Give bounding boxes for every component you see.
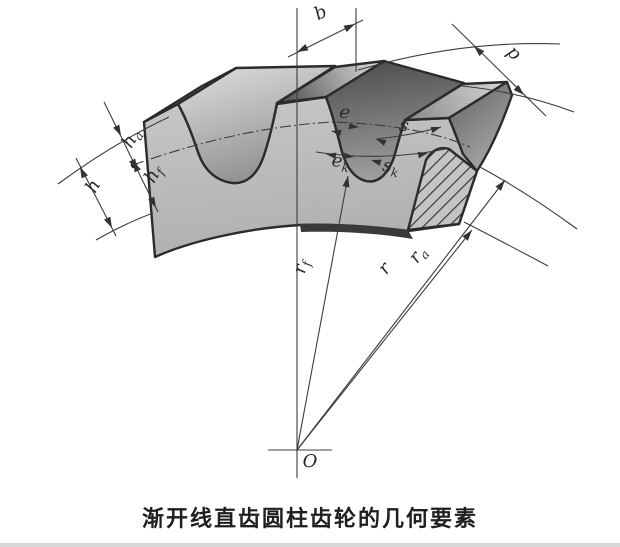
rf-radius-line xyxy=(296,175,349,451)
hf-arrow-top xyxy=(129,158,137,170)
b-arrow-left xyxy=(297,44,309,52)
pitch-circle-line xyxy=(132,121,471,166)
label-ha: ha xyxy=(117,125,146,153)
label-p: p xyxy=(502,42,525,65)
p-arrow-upper xyxy=(474,46,485,57)
e-arrow-left xyxy=(331,129,342,136)
p-extension-line-2 xyxy=(461,85,575,113)
left-tooth-top xyxy=(142,66,238,124)
hf-arrow-bottom xyxy=(148,196,156,208)
label-h: h xyxy=(81,176,105,197)
label-sk: sk xyxy=(381,155,401,181)
sk-arrow-left xyxy=(371,159,382,166)
label-r: r xyxy=(374,258,397,279)
root-circle-extension-left xyxy=(95,212,154,241)
section-hatch-face xyxy=(406,146,479,232)
ra-arrow xyxy=(495,180,505,191)
dimension-labels: b p e s ek sk ha hf h rf r ra O xyxy=(81,1,525,472)
b-arrow-right xyxy=(343,24,355,32)
figure-caption: 渐开线直齿圆柱齿轮的几何要素 xyxy=(141,507,478,532)
p-extension-line-1 xyxy=(357,42,561,71)
ha-arrow-top xyxy=(113,124,121,136)
rf-arrow xyxy=(342,176,350,188)
tip-circle-extension-right xyxy=(479,166,578,230)
label-s: s xyxy=(398,114,411,136)
gullet-surface-left xyxy=(176,64,337,185)
label-center-o: O xyxy=(303,451,318,472)
ek-arrow-right xyxy=(343,152,354,159)
label-ek: ek xyxy=(330,150,351,175)
tip-circle-extension-left xyxy=(57,116,170,185)
gear-body xyxy=(142,59,514,259)
middle-tooth-top xyxy=(275,59,386,105)
pitch-circle-extension-right xyxy=(463,221,549,267)
right-tooth-side xyxy=(447,80,514,173)
sk-arrow-right xyxy=(417,151,428,159)
ek-arrow-left xyxy=(326,152,337,159)
label-rf: rf xyxy=(289,256,315,276)
h-arrow-bottom xyxy=(104,216,112,228)
s-arrow-left xyxy=(376,139,387,146)
label-e: e xyxy=(338,101,351,123)
label-ra: ra xyxy=(405,242,433,269)
p-arrow-lower xyxy=(513,84,524,95)
r-arrow xyxy=(462,230,472,241)
ra-radius-line xyxy=(296,179,506,451)
e-arrow-right xyxy=(348,122,359,130)
inner-rim-edge xyxy=(300,223,413,239)
r-radius-line xyxy=(296,229,473,451)
dimension-lines xyxy=(57,8,578,478)
p-dimension-line xyxy=(451,23,547,117)
s-arrow-right xyxy=(430,127,441,134)
label-b: b xyxy=(311,1,331,25)
bottom-edge-strip xyxy=(0,543,620,547)
h-arrow-top xyxy=(80,167,88,179)
ha-hf-dimension-line xyxy=(103,101,159,213)
